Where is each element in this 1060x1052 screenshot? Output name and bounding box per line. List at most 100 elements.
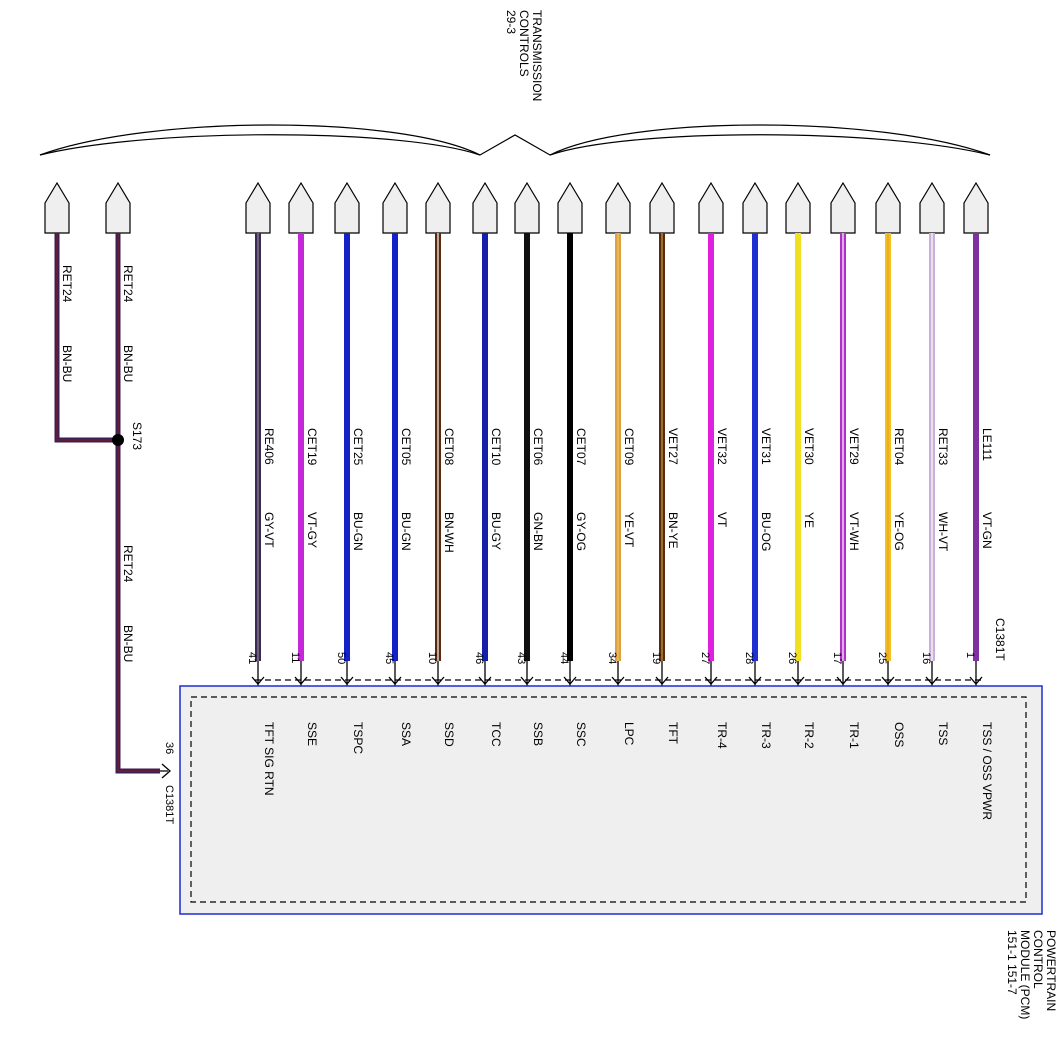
ground-circuit-label-lower: RET24 — [121, 545, 135, 583]
pin-function-label: TCC — [489, 722, 503, 747]
ground-wire-left-stripe — [56, 233, 118, 441]
pin-function-label: TFT — [666, 722, 680, 745]
splice-label: S173 — [130, 422, 144, 450]
wire-color-label: BN-YE — [666, 512, 680, 549]
pin-terminal — [748, 676, 762, 685]
wire-stripe — [346, 233, 348, 661]
pin-function-label: TFT SIG RTN — [262, 722, 276, 796]
module-line-2: CONTROL — [1031, 930, 1045, 989]
pin-number: 41 — [246, 652, 258, 664]
ground-circuit-label-right: RET24 — [121, 265, 135, 303]
pin-function-label: TR-3 — [759, 722, 773, 749]
module-line-3: MODULE (PCM) — [1018, 930, 1032, 1019]
pin-terminal — [655, 676, 669, 685]
pin-function-label: TSS / OSS VPWR — [980, 722, 994, 820]
pin-function-label: SSD — [442, 722, 456, 747]
wire-cap — [830, 181, 856, 234]
wire-stripe — [975, 233, 977, 661]
pin-function-label: OSS — [892, 722, 906, 747]
pin-terminal — [340, 676, 354, 685]
ground-circuit-label-left: RET24 — [60, 265, 74, 303]
wire-color-label: GY-VT — [262, 512, 276, 548]
wire-color-label: YE-OG — [892, 512, 906, 551]
ground-wire-trunk — [115, 233, 160, 774]
wire-cap — [425, 181, 451, 234]
ground-color-label-left: BN-BU — [60, 345, 74, 382]
wire-stripe — [437, 233, 439, 661]
pin-number: 45 — [383, 652, 395, 664]
wire-stripe — [754, 233, 756, 661]
pin-number: 17 — [831, 652, 843, 664]
pin-terminal — [520, 676, 534, 685]
wire-stripe — [842, 233, 844, 661]
wire-circuit-label: CET08 — [442, 428, 456, 466]
wire-circuit-label: CET06 — [531, 428, 545, 466]
wire-cap — [919, 181, 945, 234]
wire-cap — [785, 181, 811, 234]
wire-cap — [514, 181, 540, 234]
wire-group: RE406GY-VTCET19VT-GYCET25BU-GNCET05BU-GN… — [245, 181, 994, 697]
wire-stripe — [526, 233, 528, 661]
wire-color-label: BU-GN — [399, 512, 413, 551]
pin-terminal — [836, 676, 850, 685]
pin-number: 28 — [743, 652, 755, 664]
ground-connector-label: C1381T — [163, 785, 175, 824]
pin-terminal — [478, 676, 492, 685]
pin-number: 1 — [964, 652, 976, 658]
pin-function-label: TR-1 — [847, 722, 861, 749]
wire-stripe — [617, 233, 619, 661]
pin-terminal — [881, 676, 895, 685]
wire-cap — [288, 181, 314, 234]
pin-function-label: LPC — [622, 722, 636, 746]
wire-circuit-label: VET31 — [759, 428, 773, 465]
wire-circuit-label: CET10 — [489, 428, 503, 466]
pin-number: 16 — [920, 652, 932, 664]
wire-circuit-label: CET09 — [622, 428, 636, 466]
wire-cap — [875, 181, 901, 234]
pin-number: 10 — [426, 652, 438, 664]
wire-cap — [245, 181, 271, 234]
wire-circuit-label: RE406 — [262, 428, 276, 465]
wire-cap — [963, 181, 989, 234]
wire-circuit-label: VET27 — [666, 428, 680, 465]
wire-stripe — [257, 233, 259, 661]
pin-terminal — [388, 676, 402, 685]
wire-color-label: BN-WH — [442, 512, 456, 553]
module-line-1: POWERTRAIN — [1044, 930, 1058, 1011]
wire-circuit-label: CET19 — [305, 428, 319, 466]
wire-cap — [557, 181, 583, 234]
wire-color-label: YE — [802, 512, 816, 528]
ground-color-label-lower: BN-BU — [121, 625, 135, 662]
ground-pin-number: 36 — [163, 742, 175, 754]
wire-stripe — [931, 233, 933, 661]
pin-number: 26 — [786, 652, 798, 664]
pin-terminal — [704, 676, 718, 685]
wire-circuit-label: RET04 — [892, 428, 906, 466]
wire-stripe — [661, 233, 663, 661]
wire-color-label: VT-GN — [980, 512, 994, 549]
wire-cap — [472, 181, 498, 234]
pin-terminal — [925, 676, 939, 685]
pin-function-label: TSPC — [351, 722, 365, 754]
pin-terminal — [251, 676, 265, 685]
wire-color-label: YE-VT — [622, 512, 636, 548]
wire-color-label: VT-GY — [305, 512, 319, 548]
pcm-module-box — [179, 685, 1043, 915]
ground-terminal — [160, 763, 171, 779]
pin-function-label: SSB — [531, 722, 545, 746]
brace — [39, 124, 991, 156]
wire-circuit-label: VET30 — [802, 428, 816, 465]
pin-function-label: SSE — [305, 722, 319, 746]
pin-number: 25 — [876, 652, 888, 664]
wire-color-label: BU-GY — [489, 512, 503, 550]
splice-dot — [112, 434, 124, 446]
pin-terminal — [431, 676, 445, 685]
ground-wire-trunk-stripe — [117, 233, 160, 772]
pin-number: 44 — [558, 652, 570, 664]
pin-number: 34 — [606, 652, 618, 664]
wire-circuit-label: CET07 — [574, 428, 588, 466]
pin-terminal — [294, 676, 308, 685]
title-block: TRANSMISSION CONTROLS 29-3 — [504, 10, 544, 101]
